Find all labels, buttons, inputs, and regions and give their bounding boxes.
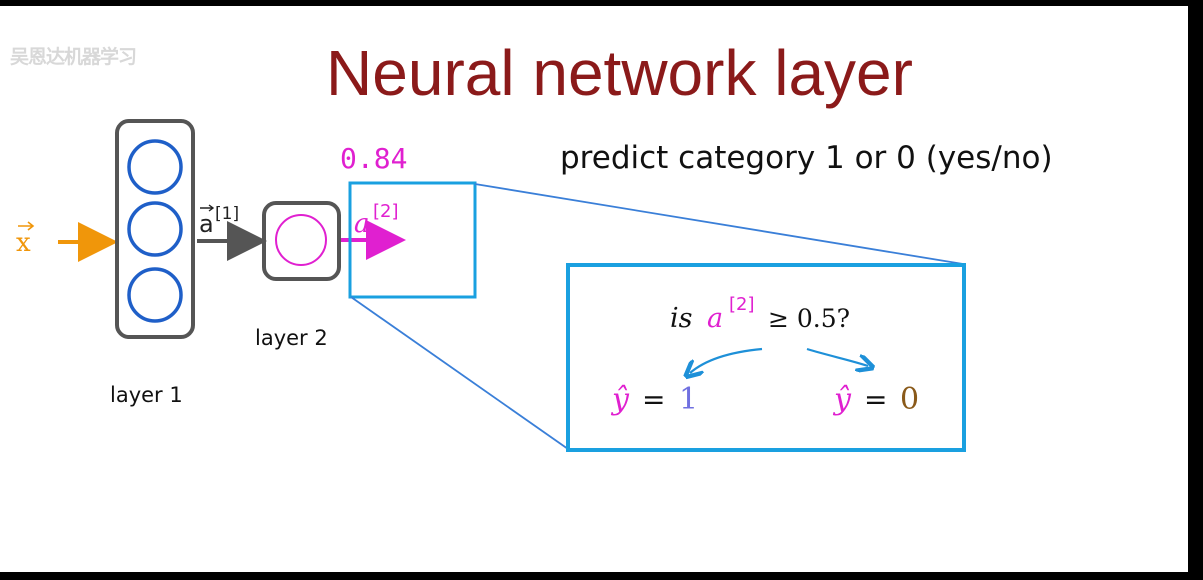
question-superscript: [2]: [729, 294, 755, 315]
outcome-no: ŷ = 0: [832, 382, 919, 417]
a1-superscript: [1]: [215, 204, 239, 224]
zoom-connector-bottom: [350, 296, 569, 450]
zoom-source-box: [348, 181, 477, 299]
right-border: [1188, 0, 1203, 580]
a2-label: a [2]: [354, 201, 399, 239]
layer-2-label: layer 2: [255, 326, 328, 350]
no-curved-arrow: [806, 347, 868, 366]
equals-sign: =: [864, 383, 887, 416]
layer-1-neuron-3: [127, 267, 183, 323]
question-prefix: is: [670, 303, 693, 334]
a2-superscript: [2]: [373, 201, 399, 222]
zoom-connector-top: [474, 183, 964, 265]
bottom-border: [0, 572, 1203, 580]
vector-arrow-icon: [200, 204, 215, 212]
output-value-annotation: 0.84: [340, 142, 408, 175]
a2-symbol: a: [354, 209, 370, 239]
a1-label: a [1]: [199, 204, 239, 238]
layer-2-neuron: [275, 214, 327, 266]
layer-1-neuron-2: [127, 201, 183, 257]
layer-2-box: [262, 201, 341, 281]
layer-1-box: [115, 119, 195, 339]
predicted-value-zero: 0: [900, 382, 919, 417]
question-variable: a: [707, 303, 723, 334]
slide-title: Neural network layer: [326, 37, 913, 109]
a1-symbol: a: [199, 210, 214, 238]
watermark: 吴恩达机器学习: [10, 46, 137, 68]
equals-sign: =: [642, 383, 665, 416]
outcome-yes: ŷ = 1: [610, 382, 698, 417]
question-suffix: ≥ 0.5?: [768, 304, 850, 333]
prediction-description: predict category 1 or 0 (yes/no): [560, 140, 1053, 176]
threshold-question: is a [2] ≥ 0.5?: [670, 294, 850, 334]
layer-1-neuron-1: [127, 139, 183, 195]
yes-curved-arrow: [690, 347, 763, 373]
y-hat-symbol: ŷ: [610, 382, 630, 417]
y-hat-symbol: ŷ: [832, 382, 852, 417]
layer-1-label: layer 1: [110, 383, 183, 407]
vector-arrow-icon: [18, 221, 35, 231]
input-x: x: [16, 221, 35, 258]
input-x-symbol: x: [16, 228, 31, 258]
decision-box: [566, 263, 966, 452]
predicted-value-one: 1: [679, 382, 698, 417]
